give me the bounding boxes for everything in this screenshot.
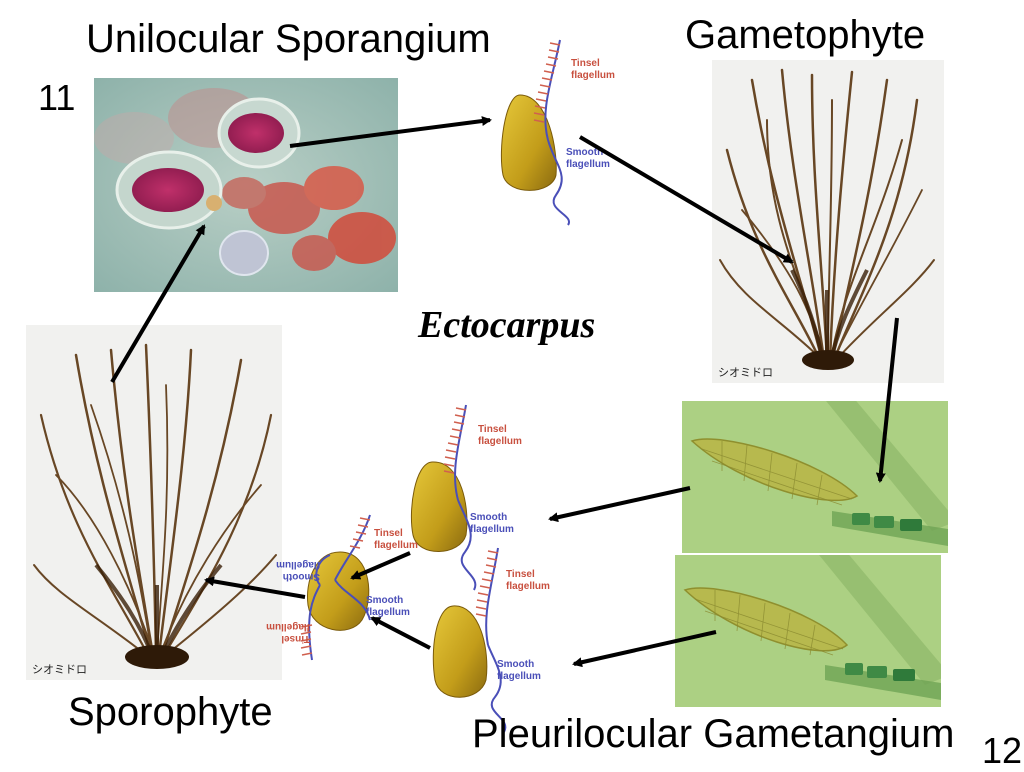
smooth-label-low-2: flagellum (497, 671, 541, 682)
tinsel-label-zygote-2: flagellum (374, 540, 418, 551)
smooth-label-top-2: flagellum (566, 159, 610, 170)
sporophyte-photo-caption: シオミドロ (32, 663, 87, 676)
gametophyte-photo: シオミドロ (712, 60, 944, 383)
sporophyte-photo: シオミドロ (26, 325, 282, 680)
smooth-label-zygote-rotated-2: flagellum (276, 559, 320, 570)
arrow-zoospore-to-gametophyte (578, 135, 794, 264)
tinsel-label-mid-2: flagellum (478, 436, 522, 447)
tinsel-label-top-2: flagellum (571, 70, 615, 81)
smooth-label-mid-2: flagellum (470, 524, 514, 535)
arrow-gamete-upper-to-zygote (350, 551, 411, 580)
smooth-label-zygote-2: flagellum (366, 607, 410, 618)
gametophyte-label: Gametophyte (685, 13, 926, 57)
arrow-gametangium-to-gamete-lower (572, 630, 717, 668)
arrow-gametangium-to-gamete-upper (548, 486, 691, 523)
smooth-label-zygote-1: Smooth (366, 595, 403, 606)
arrow-gametophyte-to-gametangium (875, 317, 899, 483)
tinsel-label-zygote-rotated-2: flagellum (266, 621, 310, 632)
arrow-gamete-lower-to-zygote (370, 616, 431, 650)
sporophyte-label: Sporophyte (68, 690, 273, 734)
arrow-sporangium-to-zoospore (289, 116, 492, 148)
slide-number-left: 11 (38, 77, 76, 118)
ectocarpus-title: Ectocarpus (418, 304, 596, 346)
unilocular-sporangium-photo (94, 78, 398, 292)
smooth-label-top-1: Smooth (566, 147, 603, 158)
unilocular-sporangium-label: Unilocular Sporangium (86, 17, 491, 61)
tinsel-label-mid-1: Tinsel (478, 424, 507, 435)
tinsel-label-zygote-rotated-1: Tinsel (281, 633, 310, 644)
gametangium-photo-bottom (675, 555, 941, 707)
gametophyte-photo-caption: シオミドロ (718, 366, 773, 379)
smooth-label-low-1: Smooth (497, 659, 534, 670)
tinsel-label-top-1: Tinsel (571, 58, 600, 69)
gamete-cell-lower (432, 547, 507, 733)
gametangium-photo-top (682, 401, 948, 553)
slide-number-right: 12 (982, 730, 1023, 771)
zoospore-cell (500, 39, 571, 226)
tinsel-label-low-1: Tinsel (506, 569, 535, 580)
smooth-label-mid-1: Smooth (470, 512, 507, 523)
gamete-cell-upper (410, 404, 477, 591)
tinsel-label-low-2: flagellum (506, 581, 550, 592)
arrow-sporophyte-to-sporangium (110, 224, 206, 384)
pleurilocular-gametangium-label: Pleurilocular Gametangium (472, 712, 955, 756)
tinsel-label-zygote-1: Tinsel (374, 528, 403, 539)
zygote-cell (300, 514, 371, 661)
smooth-label-zygote-rotated-1: Smooth (283, 571, 320, 582)
arrow-zygote-to-sporophyte (204, 576, 306, 599)
